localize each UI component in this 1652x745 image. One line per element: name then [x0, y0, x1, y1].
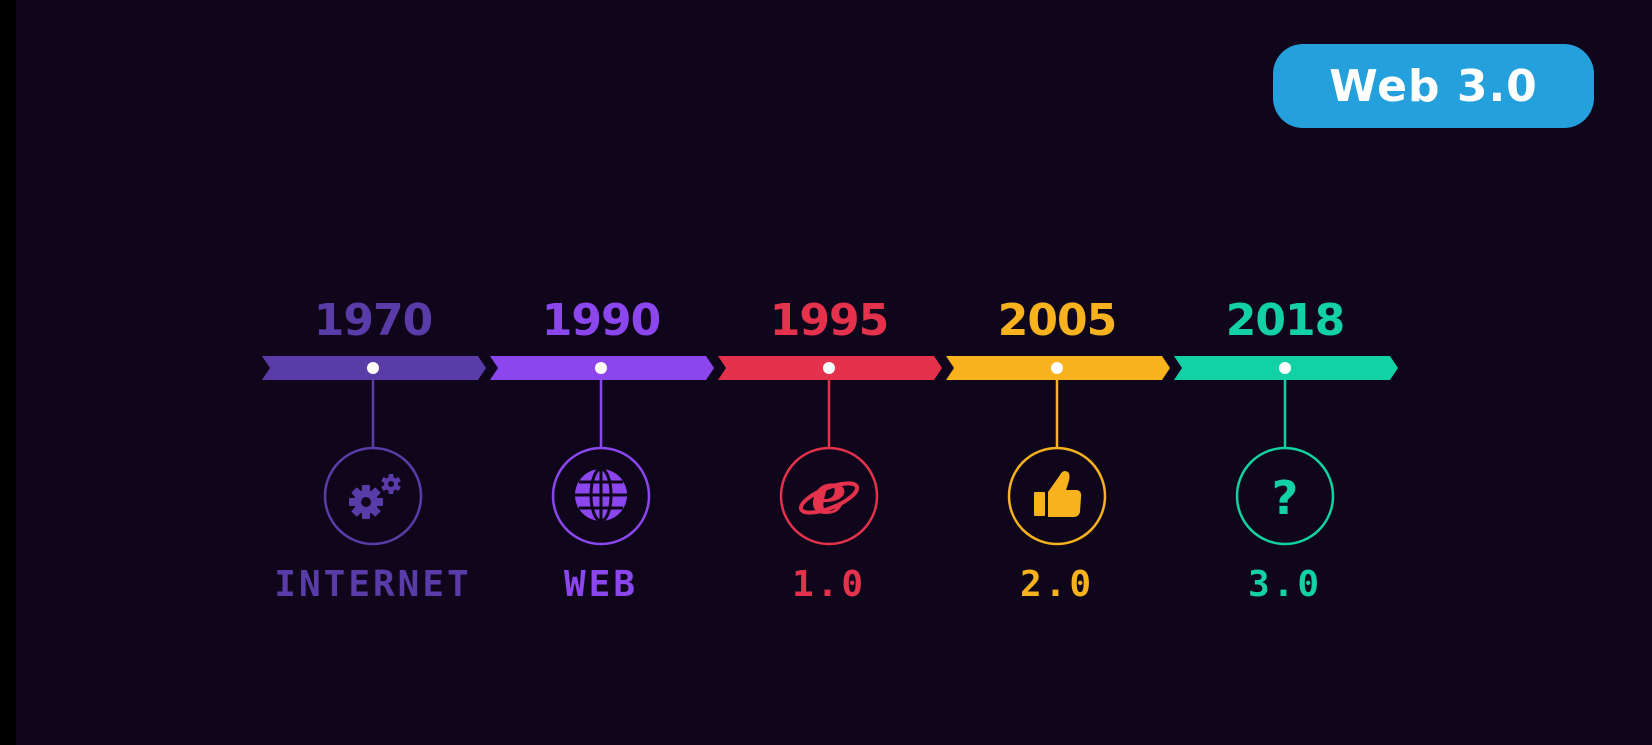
label-web-1-0: 1.0 — [791, 564, 867, 605]
thumbs-up-icon — [1034, 471, 1082, 517]
year-1995: 1995 — [769, 295, 889, 346]
label-web: WEB — [563, 564, 639, 605]
year-2018: 2018 — [1225, 295, 1345, 346]
year-1990: 1990 — [541, 295, 661, 346]
label-internet: INTERNET — [274, 564, 472, 605]
label-web-2-0: 2.0 — [1019, 564, 1095, 605]
year-2005: 2005 — [997, 295, 1117, 346]
timeline-dot-1995 — [823, 362, 835, 374]
question-mark-icon: ? — [1272, 471, 1299, 525]
timeline-dot-1970 — [367, 362, 379, 374]
web3-badge: Web 3.0 — [1273, 44, 1594, 128]
year-1970: 1970 — [313, 295, 433, 346]
icon-ring-2005 — [1007, 446, 1107, 546]
svg-text:?: ? — [1272, 471, 1299, 525]
icon-ring-1995 — [779, 446, 879, 546]
icon-ring-1990 — [551, 446, 651, 546]
web3-badge-label: Web 3.0 — [1329, 60, 1538, 112]
timeline-dot-2005 — [1051, 362, 1063, 374]
icon-ring-1970 — [323, 446, 423, 546]
gears-icon — [349, 474, 401, 519]
icon-ring-2018 — [1235, 446, 1335, 546]
timeline-dot-2018 — [1279, 362, 1291, 374]
label-web-3-0: 3.0 — [1247, 564, 1323, 605]
globe-icon — [575, 467, 627, 523]
internet-explorer-icon: e — [798, 461, 860, 527]
timeline-dot-1990 — [595, 362, 607, 374]
